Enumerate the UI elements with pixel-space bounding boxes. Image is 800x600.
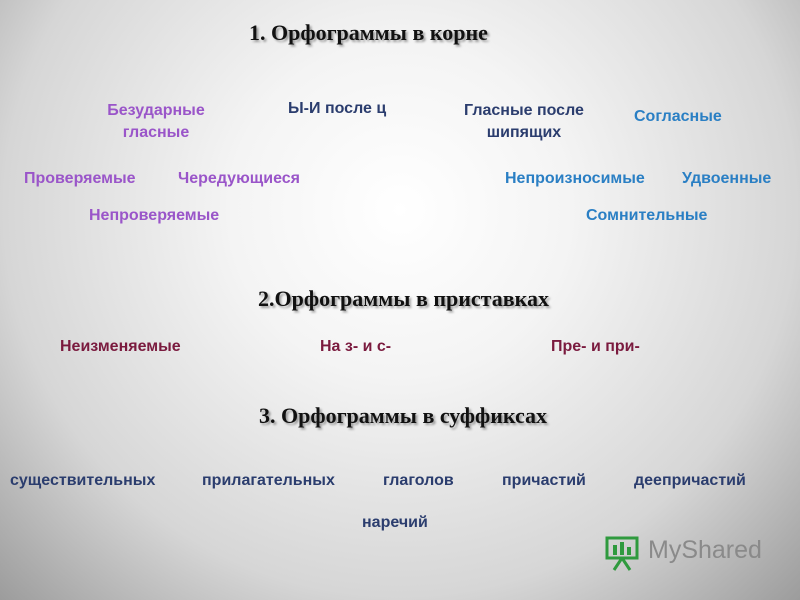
category-consonants: Согласные: [634, 108, 722, 125]
item-suffix-nouns: существительных: [10, 472, 156, 489]
category-unstressed-vowels-line2: гласные: [122, 124, 190, 141]
section-2-heading: 2.Орфограммы в приставках: [258, 286, 549, 311]
section-1-heading: 1. Орфограммы в корне: [249, 20, 488, 45]
item-doubled: Удвоенные: [682, 170, 772, 187]
category-vowels-after-sibilants-line1: Гласные после: [464, 102, 584, 119]
item-suffix-adverbs: наречий: [362, 514, 428, 531]
item-prefixes-z-s: На з- и с-: [320, 338, 392, 355]
section-3-heading: 3. Орфограммы в суффиксах: [259, 403, 548, 428]
item-suffix-gerunds: деепричастий: [634, 472, 746, 489]
category-vowels-after-sibilants-line2: шипящих: [486, 124, 562, 141]
item-unpronounceable: Непроизносимые: [505, 170, 645, 187]
category-vowels-after-sibilants: Гласные после шипящих: [452, 100, 596, 144]
item-prefixes-pre-pri: Пре- и при-: [551, 338, 640, 355]
item-unchangeable-prefixes: Неизменяемые: [60, 338, 181, 355]
item-suffix-adjectives: прилагательных: [202, 472, 335, 489]
presentation-board-icon: [605, 536, 639, 571]
myshared-logo-text: MyShared: [648, 536, 762, 564]
item-suffix-participles: причастий: [502, 472, 586, 489]
myshared-logo: MyShared: [604, 534, 774, 574]
item-alternating: Чередующиеся: [178, 170, 300, 187]
category-unstressed-vowels-line1: Безударные: [107, 102, 205, 119]
category-y-i-after-ts: Ы-И после ц: [288, 100, 387, 117]
item-uncheckable: Непроверяемые: [89, 207, 220, 224]
category-unstressed-vowels: Безударные гласные: [96, 100, 216, 144]
item-checkable: Проверяемые: [24, 170, 136, 187]
item-doubtful: Сомнительные: [586, 207, 708, 224]
item-suffix-verbs: глаголов: [383, 472, 454, 489]
